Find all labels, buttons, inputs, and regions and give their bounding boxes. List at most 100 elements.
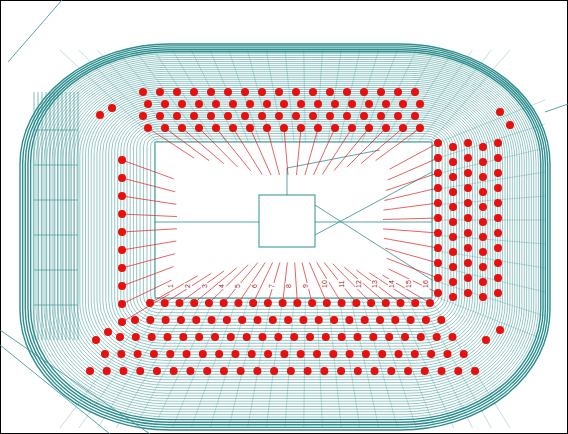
stand-line bbox=[79, 50, 170, 142]
stand-ring bbox=[33, 54, 538, 417]
floodlight-dot bbox=[326, 112, 334, 120]
aim-line bbox=[238, 263, 265, 304]
floodlight-dot bbox=[348, 124, 356, 132]
floodlight-dot bbox=[437, 316, 445, 324]
stand-structure bbox=[34, 305, 78, 306]
floodlight-dot bbox=[494, 259, 502, 267]
pitch-line bbox=[287, 168, 288, 195]
floodlight-dot bbox=[479, 263, 487, 271]
stand-ring bbox=[60, 73, 514, 390]
floodlight-dot bbox=[394, 88, 402, 96]
aim-line bbox=[295, 263, 298, 304]
stand-ring bbox=[20, 44, 550, 430]
floodlight-dot bbox=[274, 333, 282, 341]
stand-ring bbox=[147, 136, 439, 306]
floodlight-dot bbox=[314, 124, 322, 132]
floodlight-dot bbox=[494, 139, 502, 147]
stand-structure bbox=[46, 92, 47, 340]
stand-structure bbox=[50, 92, 51, 340]
floodlight-dot bbox=[220, 299, 228, 307]
stand-line bbox=[432, 148, 545, 175]
floodlight-dot bbox=[371, 367, 379, 375]
stand-ring bbox=[85, 92, 492, 366]
floodlight-dot bbox=[186, 367, 194, 375]
stand-ring bbox=[44, 61, 529, 406]
floodlight-dot bbox=[270, 367, 278, 375]
floodlight-dot bbox=[479, 173, 487, 181]
stand-structure bbox=[66, 92, 67, 340]
floodlight-dot bbox=[292, 88, 300, 96]
centre-square bbox=[259, 195, 315, 247]
stand-ring bbox=[133, 126, 450, 319]
floodlight-dot bbox=[434, 139, 442, 147]
callout-number: 9 bbox=[302, 283, 310, 289]
stand-ring bbox=[109, 108, 473, 343]
stand-ring bbox=[80, 87, 498, 371]
stand-line bbox=[135, 298, 203, 428]
floodlight-dot bbox=[263, 100, 271, 108]
stand-ring bbox=[94, 98, 485, 358]
floodlight-dot bbox=[309, 88, 317, 96]
left-stand bbox=[34, 92, 78, 340]
aim-line bbox=[150, 276, 198, 303]
floodlight-dot bbox=[382, 124, 390, 132]
floodlight-dot bbox=[506, 121, 514, 129]
floodlight-dot bbox=[118, 318, 126, 326]
stand-ring bbox=[124, 119, 459, 328]
callout-number: 3 bbox=[201, 283, 209, 289]
stand-ring bbox=[143, 134, 442, 310]
floodlight-dot bbox=[426, 299, 434, 307]
floodlight-dot bbox=[224, 88, 232, 96]
floodlight-dot bbox=[449, 263, 457, 271]
floodlight-dot bbox=[331, 100, 339, 108]
floodlight-dot bbox=[139, 88, 147, 96]
floodlight-dot bbox=[479, 293, 487, 301]
floodlight-dot bbox=[205, 299, 213, 307]
pitch-line bbox=[315, 172, 432, 235]
floodlight-dot bbox=[464, 229, 472, 237]
floodlight-dot bbox=[354, 333, 362, 341]
floodlight-dot bbox=[177, 316, 185, 324]
floodlight-dot bbox=[416, 100, 424, 108]
floodlight-dot bbox=[215, 350, 223, 358]
floodlight-dot bbox=[207, 88, 215, 96]
floodlight-dot bbox=[146, 299, 154, 307]
floodlight-dot bbox=[360, 88, 368, 96]
floodlight-dot bbox=[494, 154, 502, 162]
floodlight-dot bbox=[449, 173, 457, 181]
aim-line bbox=[383, 218, 438, 220]
stand-structure bbox=[34, 130, 78, 131]
floodlight-dot bbox=[234, 299, 242, 307]
aim-line bbox=[314, 128, 336, 175]
floodlight-dot bbox=[464, 274, 472, 282]
floodlight-dot bbox=[144, 100, 152, 108]
stand-ring bbox=[23, 46, 548, 427]
aim-line bbox=[194, 268, 236, 303]
pitch-line bbox=[315, 222, 432, 223]
floodlight-dot bbox=[306, 333, 314, 341]
stand-line bbox=[432, 265, 545, 292]
stand-line bbox=[407, 50, 472, 142]
floodlight-dot bbox=[479, 143, 487, 151]
floodlight-dot bbox=[399, 100, 407, 108]
stand-line bbox=[154, 298, 215, 428]
aim-line bbox=[122, 196, 176, 204]
construction-line bbox=[8, 0, 62, 62]
callout-number: 14 bbox=[388, 279, 396, 289]
stand-ring bbox=[31, 52, 541, 420]
stand-line bbox=[154, 50, 215, 142]
pitch-line bbox=[155, 222, 259, 223]
stand-line bbox=[432, 280, 545, 316]
callout-number: 11 bbox=[337, 280, 345, 289]
stand-line bbox=[419, 298, 492, 428]
floodlight-dot bbox=[434, 154, 442, 162]
floodlight-dot bbox=[322, 333, 330, 341]
floodlight-dot bbox=[263, 124, 271, 132]
aim-line bbox=[384, 238, 438, 248]
stand-line bbox=[396, 50, 454, 142]
floodlight-dot bbox=[212, 100, 220, 108]
floodlight-dot bbox=[320, 367, 328, 375]
floodlight-dot bbox=[224, 112, 232, 120]
stand-ring bbox=[112, 111, 470, 341]
